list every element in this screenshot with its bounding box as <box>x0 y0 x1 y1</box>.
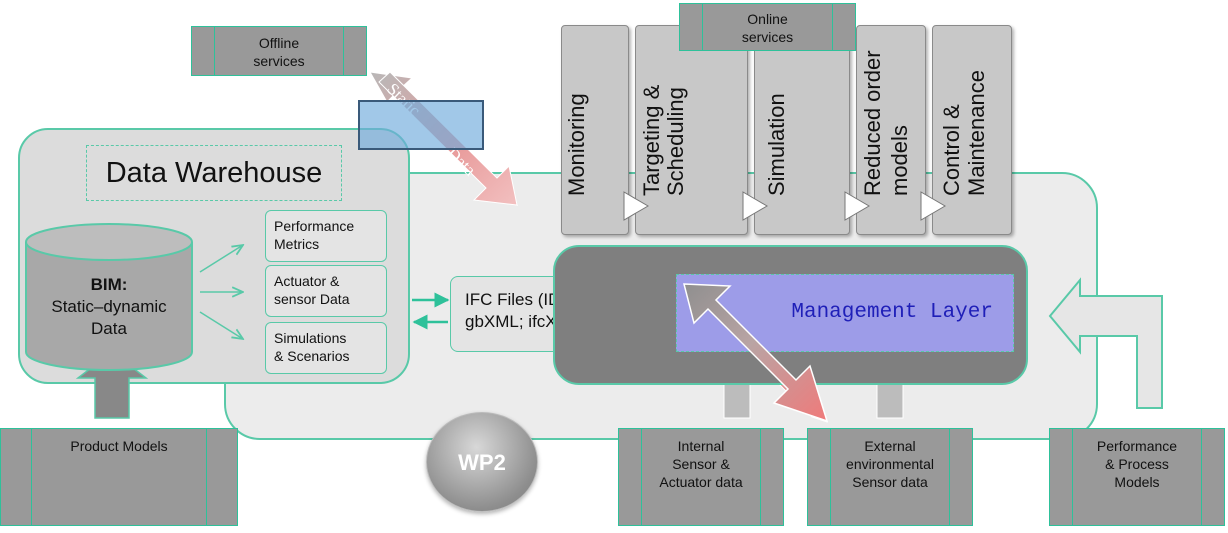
simulations-scenarios-box: Simulations & Scenarios <box>265 322 387 374</box>
output-line: Simulations <box>274 330 347 346</box>
wp2-badge: WP2 <box>426 412 538 512</box>
bottom-line: Performance <box>1096 438 1178 454</box>
triangle-icon <box>920 191 946 221</box>
product-models-box: Product Models <box>0 428 238 526</box>
output-line: Performance <box>274 218 355 234</box>
online-services-box: Online services <box>679 3 856 51</box>
offline-services-line1: Offline <box>258 35 300 51</box>
output-line: Metrics <box>274 236 320 252</box>
bottom-line: environmental <box>846 456 934 472</box>
ifc-line2: gbXML; ifcXML <box>465 312 581 331</box>
output-line: Actuator & <box>274 273 340 289</box>
output-line: sensor Data <box>274 291 350 307</box>
bottom-line: Sensor & <box>672 456 730 472</box>
online-services-line2: services <box>741 29 794 45</box>
service-column-simulation <box>754 25 850 235</box>
triangle-icon <box>844 191 870 221</box>
bottom-line: Internal <box>677 438 725 454</box>
online-services-line1: Online <box>747 11 788 27</box>
bim-title: BIM: <box>90 275 128 294</box>
bim-line2: Static–dynamic <box>51 297 167 316</box>
bottom-line: Actuator data <box>659 474 743 490</box>
bim-cylinder <box>25 223 193 371</box>
service-column-monitoring <box>561 25 629 235</box>
bottom-line: External <box>864 438 916 454</box>
service-column-targeting <box>635 25 748 235</box>
bottom-line: & Process <box>1105 456 1169 472</box>
data-warehouse-title: Data Warehouse <box>86 145 342 201</box>
bottom-line: Models <box>1114 474 1160 490</box>
triangle-icon <box>623 191 649 221</box>
offline-services-line2: services <box>253 53 305 69</box>
service-column-control <box>932 25 1012 235</box>
performance-metrics-box: Performance Metrics <box>265 210 387 262</box>
offline-services-box: Offline services <box>191 26 367 76</box>
bottom-line: Product Models <box>70 438 168 454</box>
performance-process-box: Performance & Process Models <box>1049 428 1225 526</box>
output-line: & Scenarios <box>274 348 350 364</box>
management-layer-label: Management Layer <box>676 274 1014 352</box>
bottom-line: Sensor data <box>852 474 928 490</box>
triangle-icon <box>742 191 768 221</box>
external-sensor-box: External environmental Sensor data <box>807 428 973 526</box>
bim-label: BIM: Static–dynamic Data <box>30 274 188 340</box>
highlight-overlay-box <box>358 100 484 150</box>
bim-line3: Data <box>91 319 127 338</box>
service-column-reduced-order <box>856 25 926 235</box>
actuator-sensor-box: Actuator & sensor Data <box>265 265 387 317</box>
internal-sensor-box: Internal Sensor & Actuator data <box>618 428 784 526</box>
